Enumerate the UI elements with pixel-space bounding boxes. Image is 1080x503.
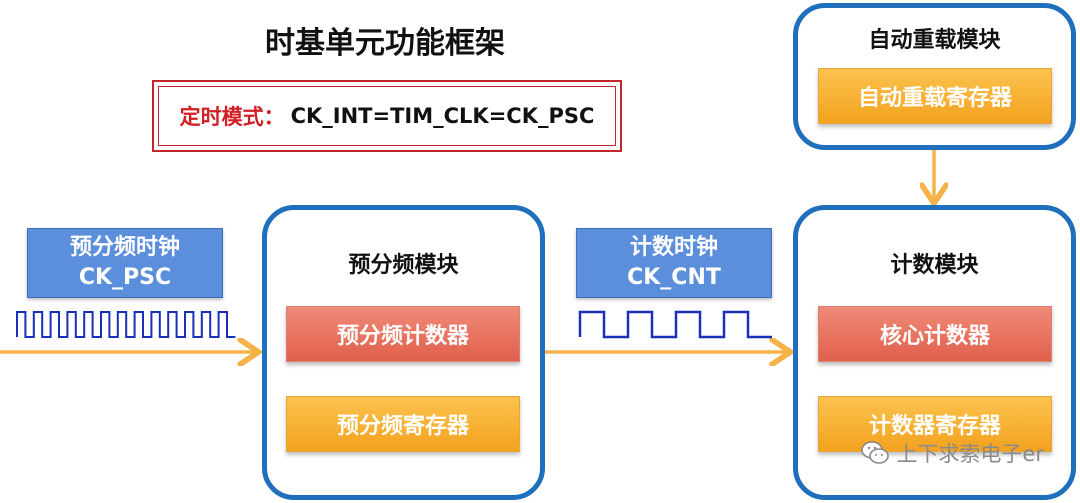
- counter-register-block: 计数器寄存器: [818, 396, 1052, 452]
- prescaler-clock-line1: 预分频时钟: [69, 235, 180, 260]
- prescaler-clock-line2: CK_PSC: [78, 265, 172, 290]
- page-title: 时基单元功能框架: [265, 26, 505, 61]
- counter-clock-line1: 计数时钟: [629, 235, 718, 260]
- watermark-text: 上下求索电子er: [896, 442, 1044, 466]
- prescaler-register-block: 预分频寄存器: [286, 396, 520, 452]
- counter-module-title: 计数模块: [890, 253, 979, 278]
- watermark: 上下求索电子er: [860, 438, 1044, 468]
- counter-clock-label: 计数时钟 CK_CNT: [576, 228, 772, 298]
- wechat-icon: [861, 441, 890, 464]
- autoreload-register-block: 自动重载寄存器: [818, 68, 1052, 124]
- prescaler-counter-block: 预分频计数器: [286, 306, 520, 362]
- prescaler-module-title: 预分频模块: [348, 253, 459, 278]
- counter-clock-waveform: [578, 310, 772, 339]
- timer-mode-value: CK_INT=TIM_CLK=CK_PSC: [290, 104, 595, 128]
- counter-clock-line2: CK_CNT: [627, 265, 721, 290]
- autoreload-module-title: 自动重载模块: [868, 28, 1001, 53]
- timer-mode-frame: [152, 80, 622, 152]
- core-counter-block: 核心计数器: [818, 306, 1052, 362]
- timer-mode-label: 定时模式：: [179, 105, 285, 129]
- prescaler-clock-label: 预分频时钟 CK_PSC: [27, 228, 223, 298]
- timer-mode-box: 定时模式： CK_INT=TIM_CLK=CK_PSC: [158, 86, 616, 146]
- prescaler-clock-waveform: [16, 311, 236, 338]
